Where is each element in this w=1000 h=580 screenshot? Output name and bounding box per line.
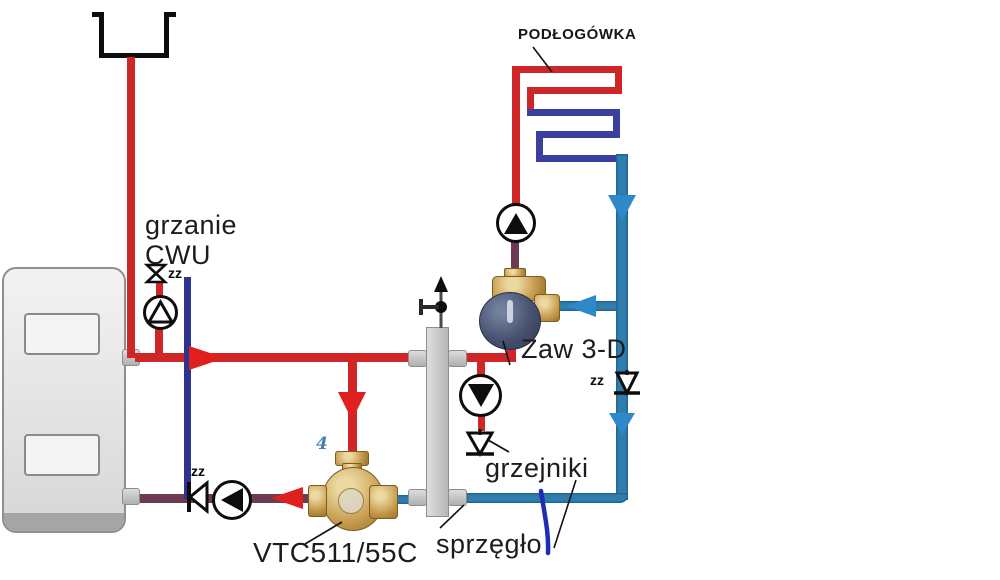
expansion-vessel-right-wall — [164, 12, 169, 58]
vtc-valve-center-disc — [338, 488, 364, 514]
radiators-pointer-line — [553, 479, 577, 549]
underfloor-pointer-line — [532, 46, 553, 73]
separator-pointer-line — [439, 504, 465, 529]
boiler-body — [2, 267, 126, 533]
separator-stub-bottom-right — [448, 489, 467, 506]
cold-arrow-down-upper — [608, 195, 636, 221]
dhw-check-valve-icon — [144, 263, 168, 284]
boiler-bottom-band — [4, 513, 124, 531]
expansion-vessel-bottom — [99, 53, 169, 58]
valve-port-number: 4 — [316, 434, 328, 454]
underfloor-loop-blue-4 — [536, 131, 543, 162]
underfloor-loop-blue-3 — [536, 131, 620, 138]
underfloor-loop-red-top — [512, 66, 622, 73]
expansion-vessel-left-tick — [92, 12, 104, 17]
air-vent-icon — [419, 276, 448, 328]
pipe-radiator-return — [466, 493, 628, 503]
separator-stub-top-left — [408, 350, 427, 367]
pipe-pump-to-zaw3d — [511, 241, 519, 283]
radiators-pointer-stroke — [538, 488, 551, 556]
boiler-return-pump-icon — [212, 480, 252, 520]
return-check-valve-icon — [187, 480, 209, 514]
zaw3d-pointer-line — [502, 340, 511, 366]
boiler-return-stub — [122, 488, 140, 505]
cold-line-vent-valve-icon — [614, 370, 640, 396]
radiator-drain-valve-icon — [465, 429, 495, 457]
cold-branch-arrow-left — [566, 295, 596, 317]
zaw3d-label: Zaw 3-D — [521, 334, 627, 364]
zaw3d-actuator-slot — [507, 300, 513, 323]
pipe-expansion-drop — [127, 57, 135, 358]
underfloor-pump-icon — [496, 203, 536, 243]
underfloor-loop-red-mid — [527, 87, 622, 94]
vtc-pointer-line — [304, 521, 343, 545]
underfloor-loop-red-right — [615, 66, 622, 94]
vtc-valve-left-port — [308, 485, 327, 517]
pipe-cwu-riser-lower — [155, 328, 163, 355]
dhw-label-line2: CWU — [145, 240, 211, 270]
pipe-rad-pump-stub-top — [477, 361, 485, 377]
underfloor-loop-red-drop — [527, 87, 534, 115]
pipe-main-supply-left — [135, 353, 411, 362]
separator-label: sprzęgło — [436, 529, 543, 559]
dhw-check-valve-tag: zz — [168, 265, 182, 281]
return-flow-arrow-left — [271, 487, 303, 509]
boiler-door-lower — [24, 434, 100, 476]
separator-body — [426, 327, 449, 517]
underfloor-loop-blue-5 — [536, 155, 624, 162]
vtc-valve-right-port — [369, 485, 398, 519]
vtc-model-label: VTC511/55C — [253, 537, 418, 568]
expansion-vessel-right-tick — [164, 12, 176, 17]
boiler-door-upper — [24, 313, 100, 355]
underfloor-label: PODŁOGÓWKA — [518, 26, 637, 43]
pipe-main-supply-right — [467, 353, 516, 362]
radiator-pump-icon — [459, 374, 502, 417]
dhw-label-line1: grzanie — [145, 210, 238, 240]
pipe-vtc-to-separator — [394, 495, 410, 504]
underfloor-loop-blue-1 — [527, 109, 620, 116]
pipe-underfloor-supply-riser — [512, 66, 520, 205]
radiators-label: grzejniki — [485, 453, 589, 483]
underfloor-loop-blue-2 — [613, 109, 620, 138]
separator-stub-bottom-left — [408, 489, 427, 506]
radiator-drain-handle-line — [487, 439, 510, 453]
supply-flow-arrow-right — [189, 346, 225, 370]
separator-stub-top-right — [448, 350, 467, 367]
dhw-pump-icon — [143, 295, 178, 330]
pipe-cwu-riser-upper — [156, 282, 163, 298]
pipe-cwu-return — [184, 277, 191, 499]
expansion-vessel-left-wall — [99, 12, 104, 58]
cold-arrow-down-lower — [609, 413, 635, 435]
return-check-valve-tag: zz — [191, 463, 205, 479]
cold-line-vent-tag: zz — [590, 372, 604, 388]
pipe-rad-pump-stub-bottom — [478, 414, 485, 431]
vtc-riser-arrow-down — [338, 392, 366, 420]
